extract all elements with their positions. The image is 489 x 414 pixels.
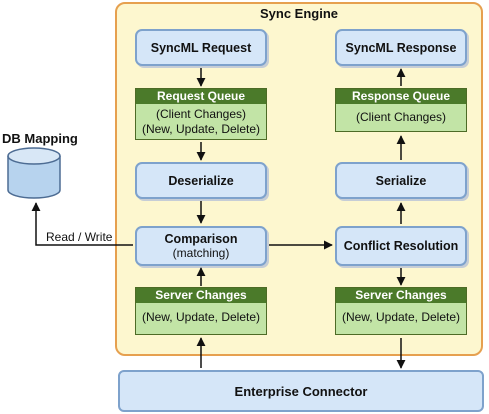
comparison-box: Comparison (matching) (135, 226, 267, 266)
enterprise-connector-box: Enterprise Connector (118, 370, 484, 412)
enterprise-connector-label: Enterprise Connector (234, 383, 368, 399)
arrow-comparison-to-db (31, 202, 133, 246)
request-queue: Request Queue (Client Changes) (New, Upd… (135, 88, 267, 140)
request-queue-title: Request Queue (136, 89, 266, 104)
read-write-label: Read / Write (46, 230, 113, 244)
response-queue-title: Response Queue (336, 89, 466, 104)
deserialize-label: Deserialize (168, 173, 234, 188)
syncml-response-label: SyncML Response (345, 40, 457, 55)
server-changes-left: Server Changes (New, Update, Delete) (135, 287, 267, 335)
server-changes-left-body: (New, Update, Delete) (136, 303, 266, 325)
server-changes-right-body: (New, Update, Delete) (336, 303, 466, 325)
request-queue-body: (Client Changes) (New, Update, Delete) (136, 104, 266, 137)
server-changes-left-title: Server Changes (136, 288, 266, 303)
comparison-sublabel: (matching) (172, 246, 230, 260)
request-queue-line-2: (New, Update, Delete) (141, 122, 261, 136)
syncml-request-box: SyncML Request (135, 29, 267, 66)
db-mapping-label: DB Mapping (2, 131, 78, 146)
syncml-request-label: SyncML Request (150, 40, 252, 55)
comparison-label: Comparison (164, 232, 238, 246)
server-changes-left-line: (New, Update, Delete) (141, 310, 261, 324)
conflict-resolution-label: Conflict Resolution (343, 239, 459, 253)
server-changes-right: Server Changes (New, Update, Delete) (335, 287, 467, 335)
deserialize-box: Deserialize (135, 162, 267, 199)
response-queue-body: (Client Changes) (336, 104, 466, 125)
request-queue-line-1: (Client Changes) (155, 107, 247, 121)
syncml-response-box: SyncML Response (335, 29, 467, 66)
response-queue-line: (Client Changes) (355, 110, 447, 124)
conflict-resolution-box: Conflict Resolution (335, 226, 467, 266)
database-icon (7, 147, 61, 199)
server-changes-right-line: (New, Update, Delete) (341, 310, 461, 324)
serialize-box: Serialize (335, 162, 467, 199)
serialize-label: Serialize (375, 173, 427, 188)
server-changes-right-title: Server Changes (336, 288, 466, 303)
sync-engine-title: Sync Engine (259, 6, 339, 21)
response-queue: Response Queue (Client Changes) (335, 88, 467, 132)
